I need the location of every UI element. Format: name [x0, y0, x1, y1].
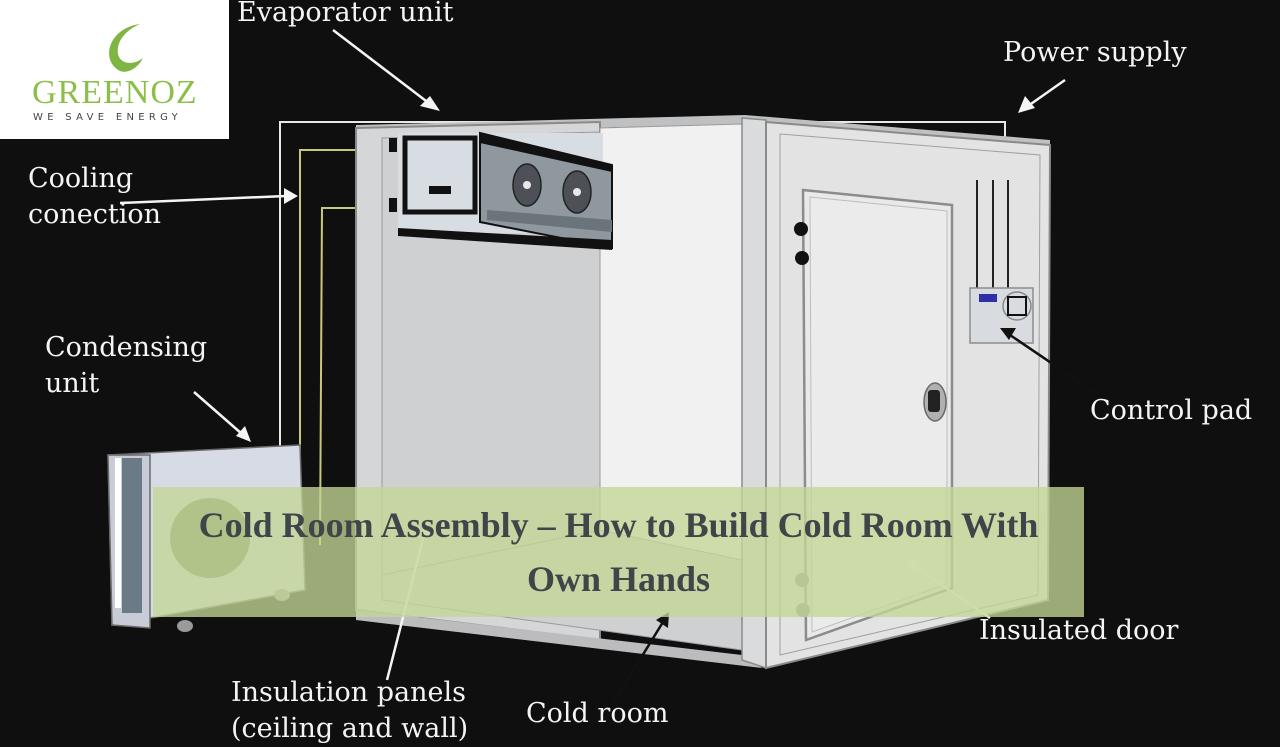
logo-brand-name: GREENOZ — [32, 74, 198, 111]
label-condensing-unit-1: Condensing — [45, 332, 208, 363]
label-cooling-connection-1: Cooling — [28, 163, 134, 194]
cold-room-diagram: GREENOZ WE SAVE ENERGY Evaporator unit P… — [0, 0, 1253, 744]
leaf-logo-icon — [109, 24, 143, 72]
label-cold-room: Cold room — [526, 698, 669, 729]
label-power-supply: Power supply — [1003, 37, 1187, 68]
banner-title: Cold Room Assembly – How to Build Cold R… — [198, 505, 1039, 599]
label-control-pad: Control pad — [1090, 395, 1253, 426]
greenoz-logo: GREENOZ WE SAVE ENERGY — [0, 0, 229, 139]
title-banner: Cold Room Assembly – How to Build Cold R… — [153, 487, 1084, 617]
control-pad-graphic — [969, 180, 1034, 344]
logo-tagline: WE SAVE ENERGY — [33, 112, 183, 123]
evaporator-unit-graphic — [389, 131, 613, 250]
label-insulation-panels-2: (ceiling and wall) — [231, 713, 469, 744]
label-insulated-door: Insulated door — [979, 615, 1179, 646]
label-cooling-connection-2: conection — [28, 199, 161, 230]
label-condensing-unit-2: unit — [45, 368, 100, 399]
label-evaporator-unit: Evaporator unit — [237, 0, 454, 28]
label-insulation-panels-1: Insulation panels — [231, 677, 466, 708]
